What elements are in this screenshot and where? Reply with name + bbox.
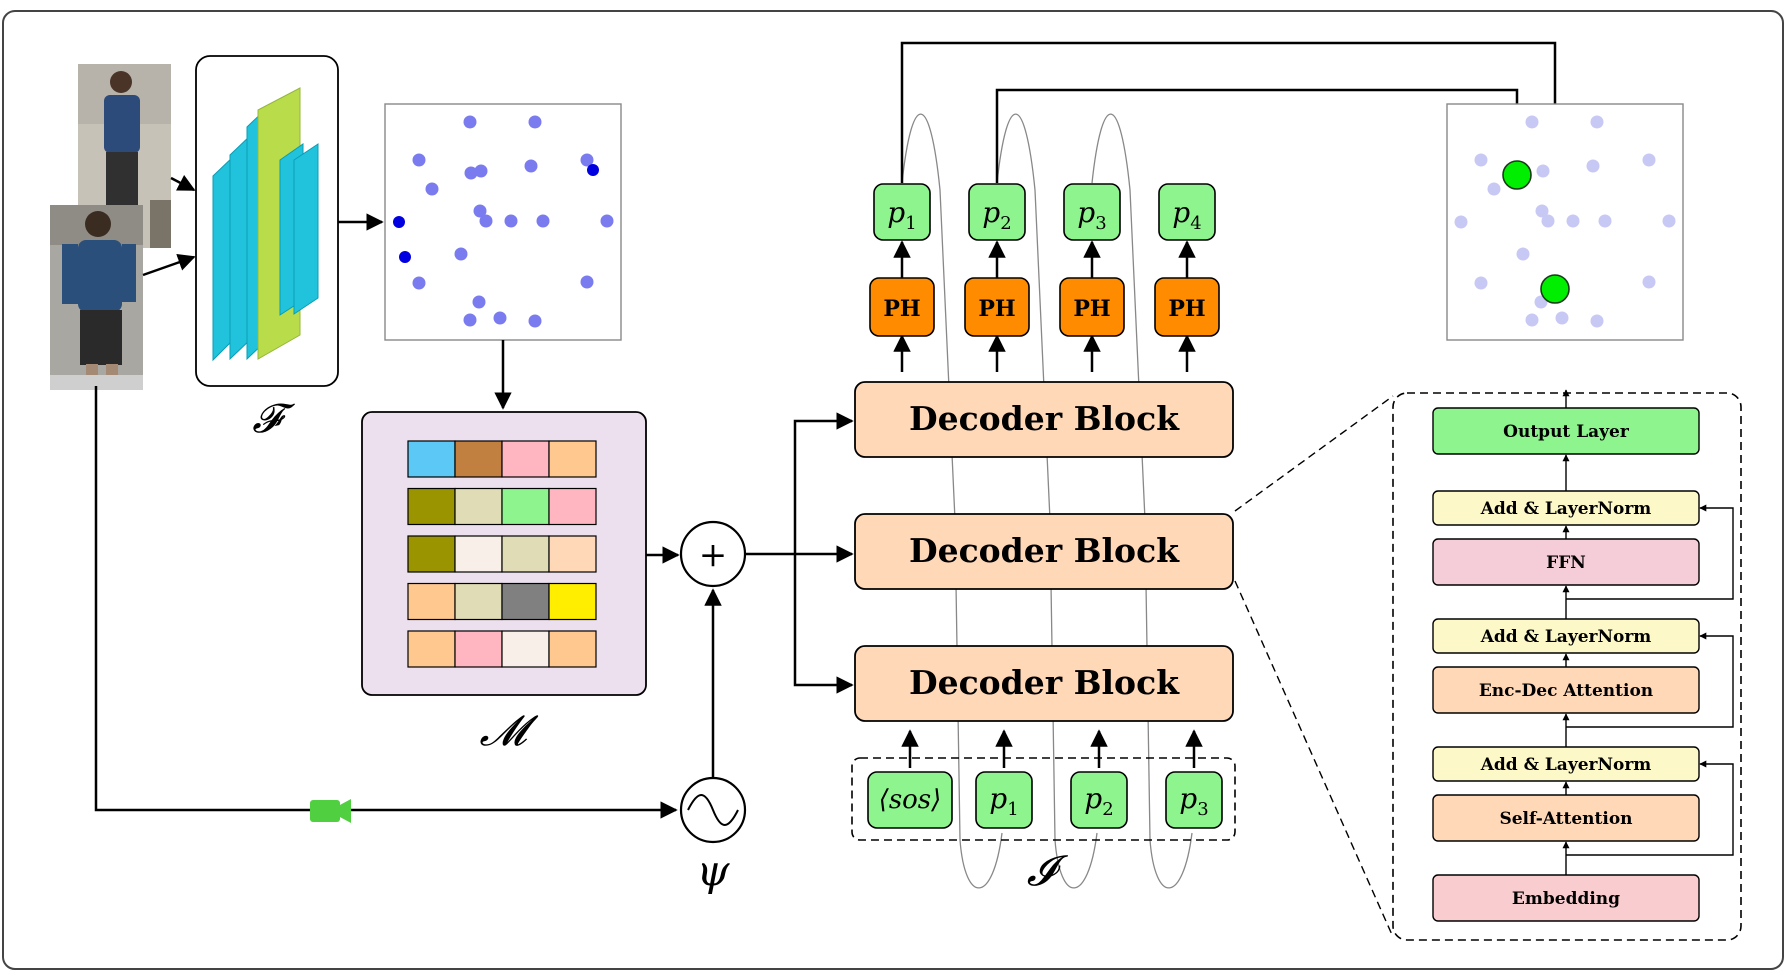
memory-cell — [501, 630, 550, 668]
decoder-detail-layer: Self-Attention — [1432, 794, 1700, 842]
memory-cell — [454, 440, 503, 478]
decoder-detail-layer-label: Self-Attention — [1499, 809, 1632, 829]
highlighted-feature-points — [393, 164, 599, 263]
prediction-head-label: PH — [1073, 296, 1110, 322]
memory-cell — [407, 582, 456, 621]
camera-icon — [310, 799, 351, 823]
decoder-block: Decoder Block — [854, 381, 1234, 458]
person-image-front — [50, 205, 143, 390]
output-token-label: p2 — [982, 196, 1011, 234]
memory-symbol: 𝓜 — [479, 706, 538, 755]
output-token: p4 — [1158, 183, 1216, 241]
combine-symbol: + — [699, 535, 728, 575]
output-token-label: p3 — [1077, 196, 1106, 234]
memory-cell — [407, 487, 456, 526]
feature-point-plot — [384, 103, 622, 341]
input-token-label: p1 — [989, 782, 1018, 820]
decoder-detail-layer: Add & LayerNorm — [1432, 490, 1700, 526]
memory-cell — [454, 487, 503, 526]
memory-cell — [548, 487, 597, 526]
memory-cell — [501, 582, 550, 621]
memory-cell — [501, 535, 550, 573]
prediction-head: PH — [869, 277, 935, 337]
memory-cell — [501, 440, 550, 478]
prediction-head: PH — [964, 277, 1030, 337]
input-token-label: ⟨sos⟩ — [879, 785, 942, 815]
prediction-head: PH — [1154, 277, 1220, 337]
memory-cell — [548, 582, 597, 621]
output-token-label: p4 — [1172, 196, 1201, 234]
decoder-detail-layer-label: Embedding — [1512, 889, 1620, 909]
outer-frame — [2, 10, 1784, 970]
prediction-head-label: PH — [1168, 296, 1205, 322]
memory-cell — [407, 535, 456, 573]
decoder-detail-layer: Add & LayerNorm — [1432, 618, 1700, 654]
input-token-label: p3 — [1179, 782, 1208, 820]
inputs-symbol: 𝓘 — [1027, 846, 1069, 895]
prediction-heads: PH PH PH PH — [869, 240, 1220, 372]
memory-cell — [548, 630, 597, 668]
input-sequence-box — [851, 757, 1236, 841]
output-token: p2 — [968, 183, 1026, 241]
decoder-detail-layer-label: Add & LayerNorm — [1480, 627, 1652, 647]
input-token: p1 — [975, 771, 1033, 829]
memory-cell — [407, 440, 456, 478]
decoder-detail-layer-label: FFN — [1546, 553, 1586, 573]
prediction-head-label: PH — [883, 296, 920, 322]
autoregressive-loops — [901, 113, 1193, 889]
memory-cell — [548, 440, 597, 478]
decoder-detail-layer: Embedding — [1432, 874, 1700, 922]
feedback-arrow-p2 — [995, 88, 1526, 183]
output-token-label: p1 — [887, 196, 916, 234]
cnn-layers-icon — [212, 87, 319, 362]
input-token: ⟨sos⟩ — [867, 771, 953, 829]
decoder-detail-layer-label: Add & LayerNorm — [1480, 499, 1652, 519]
input-token: p3 — [1165, 771, 1223, 829]
feature-extractor-symbol: 𝓕 — [252, 396, 295, 442]
memory-cell — [407, 630, 456, 668]
decoder-block-label: Decoder Block — [909, 399, 1180, 438]
decoder-block-label: Decoder Block — [909, 531, 1180, 570]
prediction-head-label: PH — [978, 296, 1015, 322]
decoder-detail-layer: Enc-Dec Attention — [1432, 666, 1700, 714]
camera-embedding-symbol: ψ — [697, 846, 731, 895]
input-token-label: p2 — [1084, 782, 1113, 820]
memory-cell — [548, 535, 597, 573]
memory-cell — [454, 630, 503, 668]
prediction-head: PH — [1059, 277, 1125, 337]
selection-point-plot — [1446, 103, 1684, 341]
output-token: p1 — [873, 183, 931, 241]
faded-points — [1454, 115, 1676, 328]
decoder-block: Decoder Block — [854, 513, 1234, 590]
decoder-detail-layer: Add & LayerNorm — [1432, 746, 1700, 782]
feature-points — [412, 115, 614, 328]
input-tokens: ⟨sos⟩ p1 p2 p3 — [867, 729, 1223, 829]
memory-cell — [454, 582, 503, 621]
decoder-detail-layer-label: Enc-Dec Attention — [1479, 681, 1653, 701]
memory-cell — [501, 487, 550, 526]
output-token: p3 — [1063, 183, 1121, 241]
memory-grid — [407, 440, 597, 668]
memory-cell — [454, 535, 503, 573]
decoder-detail-layer-label: Add & LayerNorm — [1480, 755, 1652, 775]
decoder-detail-layer: FFN — [1432, 538, 1700, 586]
sinusoid-icon — [687, 794, 739, 826]
decoder-block-label: Decoder Block — [909, 663, 1180, 702]
input-token: p2 — [1070, 771, 1128, 829]
decoder-detail-layer-label: Output Layer — [1503, 422, 1630, 442]
selected-points — [1502, 160, 1570, 304]
output-tokens: p1 p2 p3 p4 — [873, 183, 1216, 241]
decoder-detail-layer: Output Layer — [1432, 407, 1700, 455]
decoder-block: Decoder Block — [854, 645, 1234, 722]
